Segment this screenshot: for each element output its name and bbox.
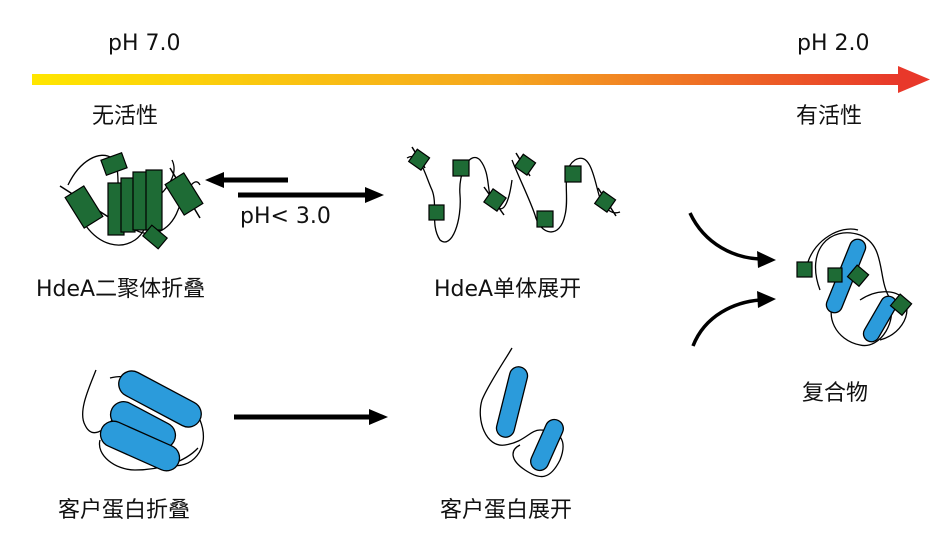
hdea-monomer-structure xyxy=(406,146,621,243)
client-folded-structure xyxy=(81,369,205,472)
active-label: 有活性 xyxy=(796,104,863,129)
ph-gradient-arrow xyxy=(32,66,930,93)
complex-label: 复合物 xyxy=(802,381,869,406)
inactive-label: 无活性 xyxy=(92,104,159,129)
transition-label: pH< 3.0 xyxy=(240,204,331,229)
client-folded-label: 客户蛋白折叠 xyxy=(58,498,191,523)
client-unfold-arrow xyxy=(234,409,388,425)
hdea-dimer-structure xyxy=(59,151,204,250)
hdea-dimer-label: HdeA二聚体折叠 xyxy=(36,277,206,302)
ph-right-label: pH 2.0 xyxy=(797,31,870,56)
client-unfolded-structure xyxy=(479,347,564,478)
complex-structure xyxy=(796,228,913,347)
reversible-arrow xyxy=(205,172,384,203)
merge-arrow-top xyxy=(688,212,776,268)
merge-arrow-bottom xyxy=(691,291,776,347)
ph-left-label: pH 7.0 xyxy=(108,31,181,56)
hdea-monomer-label: HdeA单体展开 xyxy=(434,277,582,302)
client-unfolded-label: 客户蛋白展开 xyxy=(440,498,573,523)
